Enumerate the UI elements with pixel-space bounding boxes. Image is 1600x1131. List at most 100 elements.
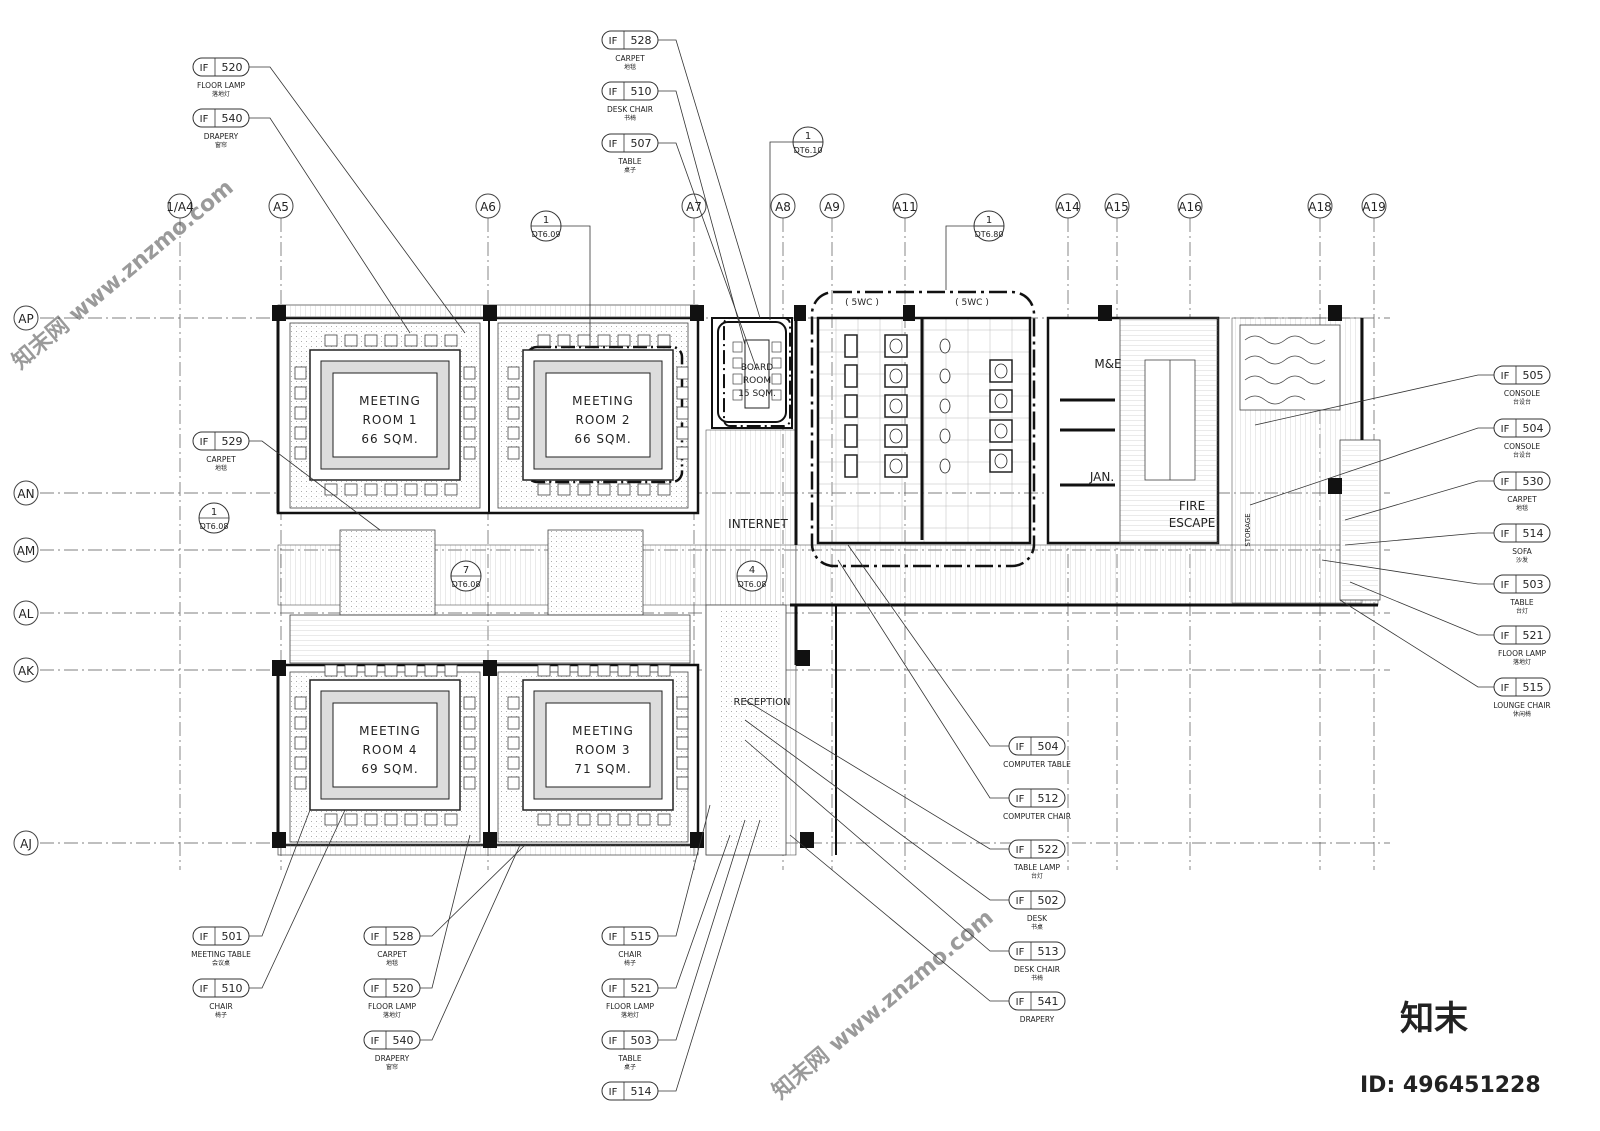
svg-text:530: 530 — [1523, 475, 1544, 488]
svg-text:台设台: 台设台 — [1513, 451, 1531, 459]
board-room-label: BOARD ROOM 15 SQM. — [738, 363, 776, 399]
svg-text:台灯: 台灯 — [1516, 607, 1528, 615]
svg-text:1: 1 — [543, 215, 549, 226]
meeting-tables — [294, 334, 1013, 826]
svg-text:COMPUTER CHAIR: COMPUTER CHAIR — [1003, 812, 1071, 821]
watermark-site-1: 知末网 www.znzmo.com — [7, 174, 238, 374]
svg-text:520: 520 — [393, 982, 414, 995]
svg-text:66 SQM.: 66 SQM. — [361, 432, 418, 446]
svg-text:71 SQM.: 71 SQM. — [574, 762, 631, 776]
axis-label-A14: A14 — [1056, 200, 1079, 214]
svg-text:IF: IF — [371, 1036, 380, 1047]
svg-text:FLOOR LAMP: FLOOR LAMP — [368, 1002, 417, 1011]
svg-text:IF: IF — [609, 36, 618, 47]
axis-label-A16: A16 — [1178, 200, 1201, 214]
svg-text:CHAIR: CHAIR — [209, 1002, 232, 1011]
svg-text:CHAIR: CHAIR — [618, 950, 641, 959]
room-labels: MEETING ROOM 1 66 SQM. MEETING ROOM 2 66… — [359, 298, 1252, 776]
svg-text:515: 515 — [631, 930, 652, 943]
axis-bubble-AN — [13, 480, 39, 506]
svg-text:MEETING: MEETING — [572, 724, 634, 738]
axis-label-AM: AM — [17, 544, 36, 558]
svg-text:IF: IF — [609, 1036, 618, 1047]
tag-if-514-bottom_c-3: IF 514 — [601, 1081, 659, 1101]
svg-text:503: 503 — [1523, 578, 1544, 591]
axis-bubble-A15 — [1104, 193, 1130, 219]
axis-label-A18: A18 — [1308, 200, 1331, 214]
svg-text:IF: IF — [1016, 845, 1025, 856]
svg-text:书桌: 书桌 — [1031, 923, 1043, 931]
svg-text:15 SQM.: 15 SQM. — [738, 389, 776, 399]
svg-text:512: 512 — [1038, 792, 1059, 805]
svg-text:DT6.10: DT6.10 — [794, 146, 823, 155]
svg-text:1: 1 — [986, 215, 992, 226]
internet-label: INTERNET — [728, 517, 788, 531]
svg-text:MEETING: MEETING — [359, 724, 421, 738]
svg-text:IF: IF — [371, 984, 380, 995]
svg-text:落地灯: 落地灯 — [383, 1011, 401, 1019]
svg-text:桌子: 桌子 — [624, 166, 636, 174]
svg-text:514: 514 — [631, 1085, 652, 1098]
svg-text:台设台: 台设台 — [1513, 398, 1531, 406]
svg-text:DRAPERY: DRAPERY — [375, 1054, 410, 1063]
svg-text:落地灯: 落地灯 — [621, 1011, 639, 1019]
svg-text:TABLE LAMP: TABLE LAMP — [1013, 863, 1061, 872]
svg-text:503: 503 — [631, 1034, 652, 1047]
svg-text:DRAPERY: DRAPERY — [204, 132, 239, 141]
svg-text:IF: IF — [1016, 794, 1025, 805]
svg-text:CARPET: CARPET — [377, 950, 407, 959]
svg-text:7: 7 — [463, 565, 469, 576]
svg-text:IF: IF — [609, 87, 618, 98]
svg-text:IF: IF — [609, 1087, 618, 1098]
reception-label: RECEPTION — [733, 697, 790, 708]
svg-text:地毯: 地毯 — [386, 959, 398, 967]
svg-text:ROOM 4: ROOM 4 — [362, 743, 417, 757]
svg-text:LOUNGE CHAIR: LOUNGE CHAIR — [1493, 701, 1550, 710]
wc-label-a: ( 5WC ) — [845, 298, 879, 308]
svg-text:IF: IF — [1501, 529, 1510, 540]
svg-text:510: 510 — [631, 85, 652, 98]
svg-text:CONSOLE: CONSOLE — [1504, 442, 1541, 451]
svg-text:DT6.09: DT6.09 — [532, 230, 561, 239]
watermark-site-2: 知末网 www.znzmo.com — [767, 904, 998, 1104]
svg-text:514: 514 — [1523, 527, 1544, 540]
svg-text:沙发: 沙发 — [1516, 556, 1528, 564]
svg-text:540: 540 — [393, 1034, 414, 1047]
axis-bubble-A6 — [475, 193, 501, 219]
axis-bubble-A8 — [770, 193, 796, 219]
svg-text:1: 1 — [805, 131, 811, 142]
svg-text:TABLE: TABLE — [617, 1054, 641, 1063]
axis-label-A5: A5 — [273, 200, 289, 214]
svg-text:69 SQM.: 69 SQM. — [361, 762, 418, 776]
axis-bubble-AK — [13, 657, 39, 683]
svg-text:IF: IF — [1016, 896, 1025, 907]
axis-label-A19: A19 — [1362, 200, 1385, 214]
axis-label-AK: AK — [18, 664, 35, 678]
svg-text:ESCAPE: ESCAPE — [1169, 516, 1216, 530]
svg-text:DT6.80: DT6.80 — [975, 230, 1004, 239]
svg-text:540: 540 — [222, 112, 243, 125]
axis-label-AJ: AJ — [20, 837, 32, 851]
svg-text:FIRE: FIRE — [1179, 499, 1205, 513]
svg-text:TABLE: TABLE — [617, 157, 641, 166]
wc-label-b: ( 5WC ) — [955, 298, 989, 308]
meeting-room-1-label: MEETING ROOM 1 66 SQM. — [359, 394, 420, 446]
svg-text:IF: IF — [609, 984, 618, 995]
meeting-table-2 — [507, 334, 689, 496]
svg-text:IF: IF — [200, 114, 209, 125]
svg-text:FLOOR LAMP: FLOOR LAMP — [1498, 649, 1547, 658]
svg-text:IF: IF — [1501, 424, 1510, 435]
svg-text:IF: IF — [1501, 683, 1510, 694]
svg-text:IF: IF — [1016, 947, 1025, 958]
